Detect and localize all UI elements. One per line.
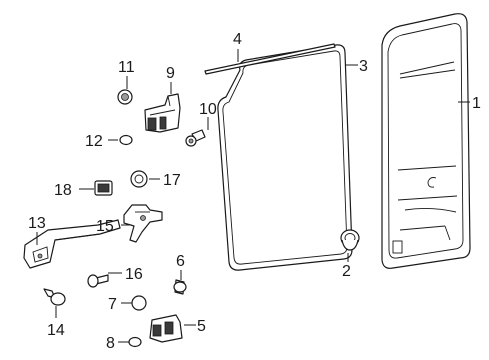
door-weatherstrip (217, 44, 353, 271)
callout-10: 10 (199, 101, 217, 118)
callout-7: 7 (108, 296, 117, 313)
callout-13: 13 (28, 215, 46, 232)
callout-9: 9 (166, 65, 175, 82)
callout-labels: 1 2 3 4 5 6 7 8 9 10 11 12 13 14 15 16 1… (28, 31, 481, 352)
callout-5: 5 (197, 318, 206, 335)
leader-lines (36, 49, 470, 343)
bumper-stop (340, 229, 360, 251)
callout-4: 4 (233, 31, 242, 48)
hinge-bolt (185, 129, 206, 147)
check-bracket (94, 180, 113, 196)
strap-bolt-lower (43, 288, 66, 306)
callout-17: 17 (163, 172, 181, 189)
callout-8: 8 (106, 335, 115, 352)
callout-1: 1 (472, 95, 481, 112)
door-check-bracket (123, 204, 163, 243)
callout-2: 2 (342, 263, 351, 280)
oval-plug-lower (128, 336, 142, 348)
strap-bolt (87, 274, 109, 288)
callout-14: 14 (47, 322, 65, 339)
grommet (130, 170, 148, 188)
washer (131, 295, 147, 311)
callout-6: 6 (176, 253, 185, 270)
callout-16: 16 (125, 266, 143, 283)
callout-12: 12 (85, 133, 103, 150)
upper-hinge (144, 93, 181, 133)
hinge-bolt-lower (173, 279, 187, 295)
plug (117, 89, 133, 105)
callout-11: 11 (118, 59, 135, 76)
top-seal-strip (204, 43, 336, 75)
door-check-strap (23, 219, 121, 269)
callout-3: 3 (359, 58, 368, 75)
oval-plug (119, 134, 133, 146)
rear-door-shell (381, 13, 471, 269)
lower-hinge (149, 314, 183, 343)
callout-18: 18 (54, 182, 72, 199)
callout-15: 15 (96, 218, 114, 235)
